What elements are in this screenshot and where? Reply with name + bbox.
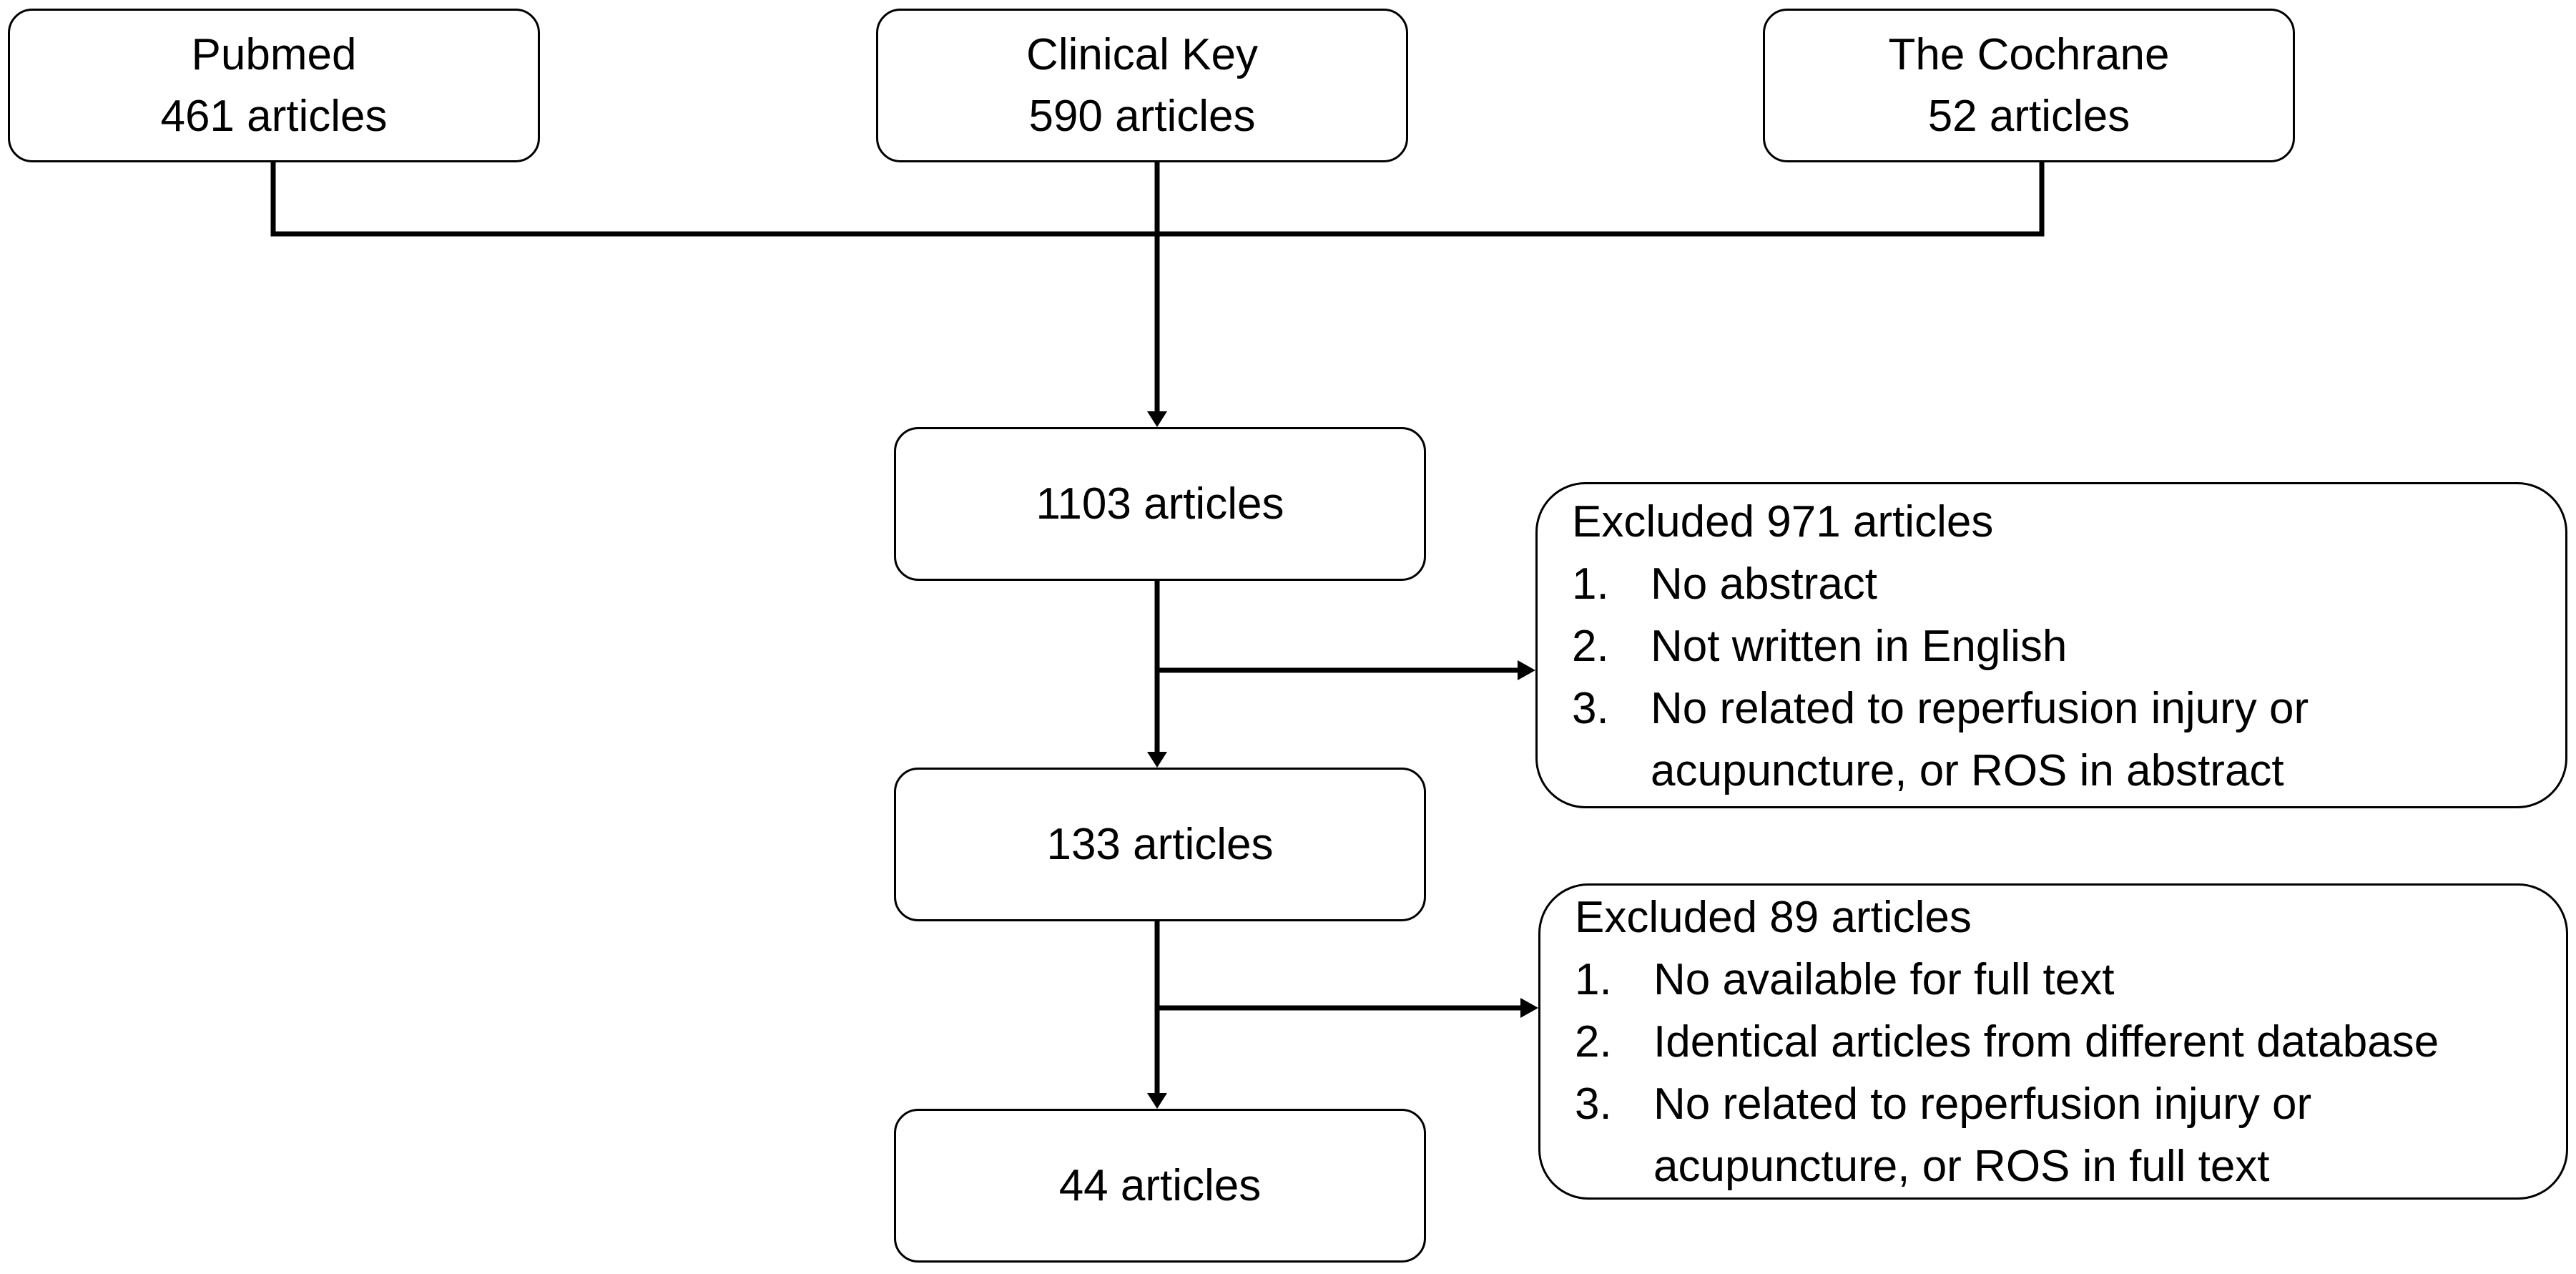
stage-box-included: 44 articles [894,1109,1426,1263]
source-count: 590 articles [1028,91,1256,141]
stage-box-identified: 1103 articles [894,427,1426,581]
source-box-clinical-key: Clinical Key 590 articles [876,9,1408,162]
exclusion-box-abstract: Excluded 971 articles 1. No abstract 2. … [1535,482,2567,808]
stage-label: 1103 articles [1036,479,1284,529]
arrowhead-to-excl2 [1520,998,1538,1018]
exclusion-item-number: 2. [1572,622,1609,671]
exclusion-title: Excluded 971 articles [1572,497,1994,547]
stage-label: 133 articles [1046,819,1274,869]
exclusion-item-text: acupuncture, or ROS in full text [1653,1142,2270,1191]
arrowhead-to-44 [1147,1093,1167,1109]
source-count: 461 articles [160,91,388,141]
exclusion-title: Excluded 89 articles [1575,893,1972,942]
exclusion-item-text: Identical articles from different databa… [1653,1017,2439,1067]
exclusion-item-number: 1. [1572,559,1609,609]
exclusion-item-text: Not written in English [1651,622,2068,671]
exclusion-item-number: 3. [1572,684,1609,733]
exclusion-item-number: 1. [1575,955,1612,1004]
arrowhead-to-1103 [1147,411,1167,427]
arrowhead-to-133 [1147,752,1167,768]
exclusion-item-text: No abstract [1651,559,1878,609]
exclusion-item-text: No related to reperfusion injury or [1651,684,2309,733]
exclusion-item-text: No related to reperfusion injury or [1653,1079,2312,1129]
exclusion-item-text: No available for full text [1653,955,2115,1004]
source-name: Pubmed [191,29,357,79]
source-name: Clinical Key [1026,29,1258,79]
stage-label: 44 articles [1058,1160,1262,1210]
arrowhead-to-excl1 [1518,660,1535,680]
source-box-pubmed: Pubmed 461 articles [8,9,540,162]
source-count: 52 articles [1927,91,2130,141]
exclusion-box-full-text: Excluded 89 articles 1. No available for… [1538,883,2568,1200]
stage-box-screened: 133 articles [894,768,1426,921]
source-box-cochrane: The Cochrane 52 articles [1763,9,2295,162]
exclusion-item-number: 3. [1575,1079,1612,1129]
source-name: The Cochrane [1888,29,2170,79]
exclusion-item-text: acupuncture, or ROS in abstract [1651,746,2284,795]
exclusion-item-number: 2. [1575,1017,1612,1067]
